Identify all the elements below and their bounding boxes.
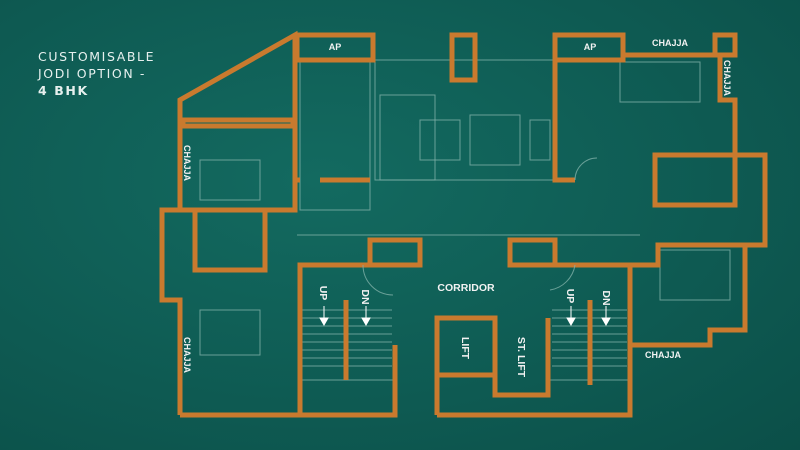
arrow-down-icon	[319, 306, 329, 327]
stair-left: UP DN	[317, 286, 371, 327]
arrow-down-icon	[566, 306, 576, 327]
label-chajja-top: CHAJJA	[652, 38, 689, 48]
title-line-2: JODI OPTION -	[38, 66, 146, 81]
label-lift: LIFT	[459, 337, 471, 360]
thin-lines	[199, 59, 731, 381]
label-ap-left: AP	[329, 42, 342, 52]
title-line-1: CUSTOMISABLE	[38, 49, 156, 64]
label-up-right: UP	[564, 289, 576, 304]
label-chajja-bottom: CHAJJA	[645, 350, 682, 360]
arrow-down-icon	[361, 306, 371, 327]
arrow-down-icon	[601, 306, 611, 327]
label-chajja-right: CHAJJA	[722, 60, 732, 97]
label-chajja-left-lower: CHAJJA	[182, 337, 192, 374]
label-up-left: UP	[317, 286, 329, 301]
plan-title: CUSTOMISABLE JODI OPTION - 4 BHK	[38, 48, 155, 99]
label-chajja-left-upper: CHAJJA	[182, 145, 192, 182]
label-dn-right: DN	[600, 290, 612, 305]
stair-right: UP DN	[564, 289, 612, 327]
label-corridor: CORRIDOR	[437, 282, 495, 294]
label-dn-left: DN	[359, 289, 371, 304]
title-line-3: 4 BHK	[38, 83, 89, 98]
label-st-lift: ST. LIFT	[515, 337, 527, 378]
walls	[159, 30, 768, 418]
door-arcs	[362, 157, 598, 296]
label-ap-right: AP	[584, 42, 597, 52]
